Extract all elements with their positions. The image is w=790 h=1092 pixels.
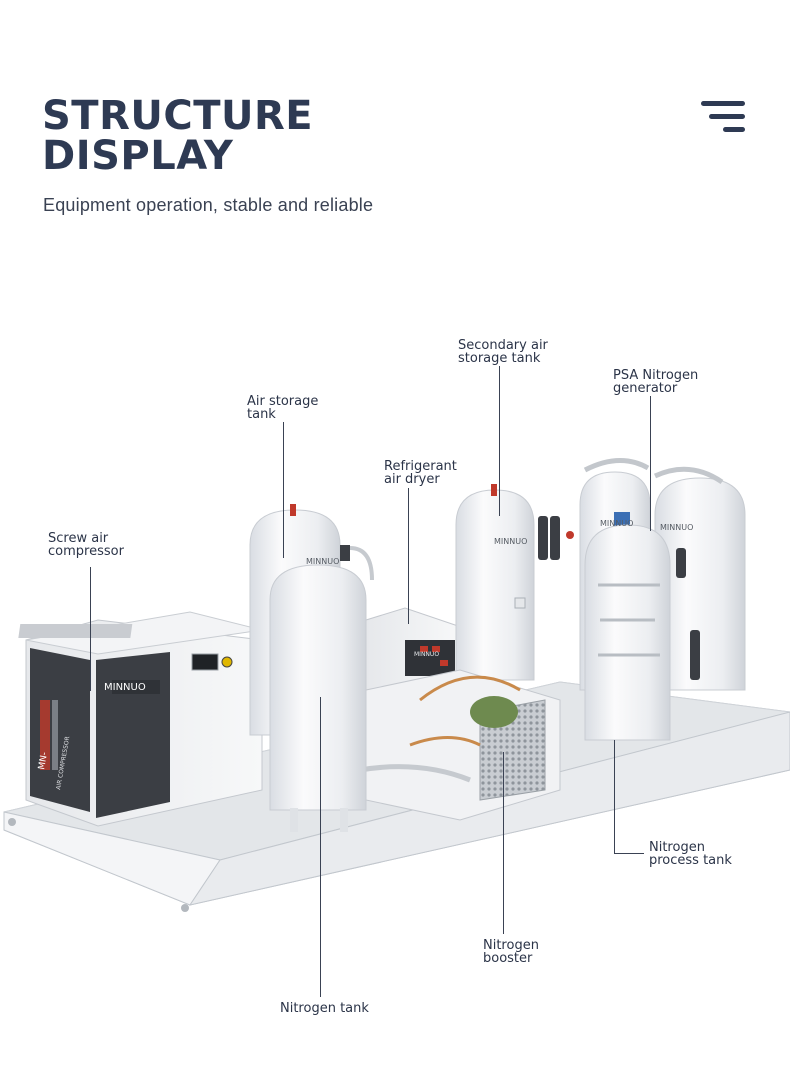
leader-air-storage-tank bbox=[283, 422, 284, 558]
brand-mark-generator: MINNUO bbox=[600, 519, 633, 528]
leader-nitrogen-process-tank bbox=[614, 740, 615, 854]
page-title: STRUCTURE DISPLAY bbox=[42, 96, 313, 176]
brand-mark-dryer: MINNUO bbox=[414, 651, 439, 658]
label-psa-nitrogen-generator: PSA Nitrogen generator bbox=[613, 368, 699, 396]
label-air-storage-tank: Air storage tank bbox=[247, 394, 319, 422]
brand-mark-secondary-tank: MINNUO bbox=[494, 537, 527, 546]
page-subtitle: Equipment operation, stable and reliable bbox=[43, 195, 374, 215]
title-line-1: STRUCTURE bbox=[42, 93, 314, 139]
brand-mark-air-tank: MINNUO bbox=[306, 557, 339, 566]
secondary-air-storage-tank-drawing bbox=[455, 484, 574, 681]
title-line-2: DISPLAY bbox=[42, 133, 234, 179]
leader-psa-nitrogen-generator bbox=[650, 396, 651, 531]
compressor-model-mark: MN- bbox=[37, 751, 50, 770]
label-nitrogen-tank: Nitrogen tank bbox=[280, 1001, 369, 1016]
label-screw-air-compressor: Screw air compressor bbox=[48, 531, 124, 559]
brand-mark-compressor: MINNUO bbox=[104, 682, 146, 693]
leader-nitrogen-process-tank-tail bbox=[614, 853, 644, 854]
label-nitrogen-process-tank: Nitrogen process tank bbox=[649, 840, 732, 868]
brand-mark-generator-right: MINNUO bbox=[660, 523, 693, 532]
label-refrigerant-air-dryer: Refrigerant air dryer bbox=[384, 459, 457, 487]
leader-secondary-air-storage-tank bbox=[499, 366, 500, 516]
nitrogen-process-tank-drawing bbox=[584, 524, 671, 741]
hamburger-menu-icon[interactable] bbox=[700, 100, 748, 136]
leader-nitrogen-booster bbox=[503, 752, 504, 934]
label-secondary-air-storage-tank: Secondary air storage tank bbox=[458, 338, 548, 366]
label-nitrogen-booster: Nitrogen booster bbox=[483, 938, 539, 966]
leader-nitrogen-tank bbox=[320, 697, 321, 997]
nitrogen-tank-drawing bbox=[269, 546, 374, 832]
screw-air-compressor bbox=[18, 611, 263, 827]
nitrogen-booster-drawing bbox=[359, 669, 561, 821]
leader-refrigerant-air-dryer bbox=[408, 488, 409, 624]
leader-screw-air-compressor bbox=[90, 567, 91, 691]
